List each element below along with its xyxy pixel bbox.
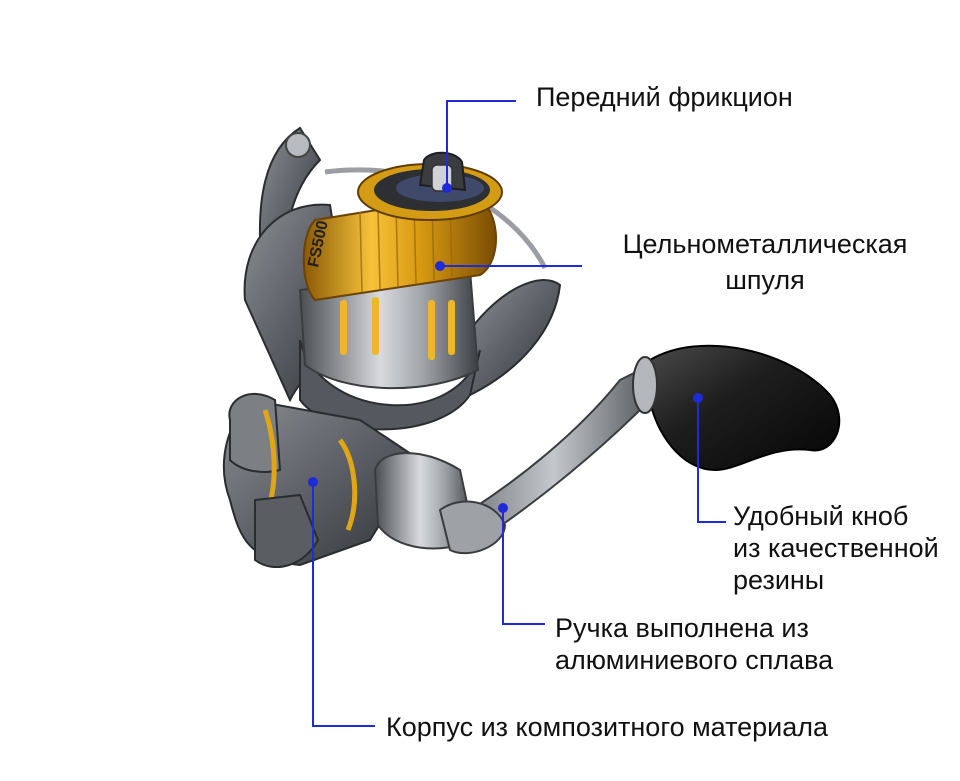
callout-line: алюминиевого сплава bbox=[555, 645, 834, 675]
dot-handle bbox=[498, 503, 508, 513]
leader-body bbox=[312, 482, 375, 727]
handle-joint bbox=[438, 500, 507, 555]
dot-body bbox=[308, 477, 318, 487]
leader-dots bbox=[308, 183, 703, 513]
gold-ring-side bbox=[337, 438, 358, 531]
callout-line: Корпус из композитного материала bbox=[386, 712, 829, 742]
callout-line: Ручка выполнена из bbox=[555, 613, 809, 643]
callout-line: шпуля bbox=[725, 265, 805, 295]
leader-lines bbox=[312, 100, 726, 727]
leader-handle bbox=[502, 508, 545, 625]
callout-front-drag: Передний фрикцион bbox=[536, 81, 793, 113]
reel-foot bbox=[254, 493, 320, 569]
callout-body: Корпус из композитного материала bbox=[386, 711, 828, 743]
bail-screw bbox=[285, 132, 311, 158]
skirt-stripe bbox=[340, 300, 347, 355]
callout-line: резины bbox=[733, 565, 825, 595]
callout-spool: Цельнометаллическая шпуля bbox=[589, 228, 941, 296]
rotor-right bbox=[469, 279, 562, 397]
skirt-stripe bbox=[372, 297, 379, 355]
callout-handle: Ручка выполнена из алюминиевого сплава bbox=[555, 612, 833, 676]
dot-front-drag bbox=[442, 183, 452, 193]
callout-line: Цельнометаллическая bbox=[622, 229, 908, 259]
callout-line: Передний фрикцион bbox=[536, 82, 793, 112]
dot-knob bbox=[693, 393, 703, 403]
callout-line: из качественной bbox=[733, 533, 939, 563]
skirt-stripe bbox=[448, 300, 455, 355]
leader-front-drag bbox=[446, 100, 516, 188]
leader-knob bbox=[697, 398, 726, 523]
dot-spool bbox=[435, 261, 445, 271]
handle-knob bbox=[649, 344, 841, 472]
callout-knob: Удобный кноб из качественной резины bbox=[733, 500, 939, 596]
callout-line: Удобный кноб bbox=[733, 501, 909, 531]
knob-cap bbox=[632, 356, 658, 414]
skirt-stripe bbox=[428, 300, 435, 360]
